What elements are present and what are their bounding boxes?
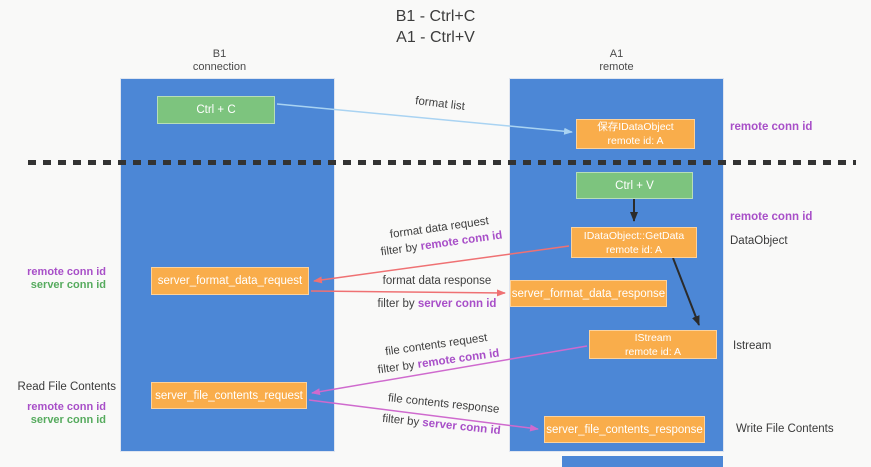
ctrl-v-label: Ctrl + V <box>615 179 654 192</box>
left-conn-id-block-bottom: remote conn id server conn id <box>10 401 106 427</box>
column-header-b1: B1 connection <box>112 48 327 74</box>
left-remote-conn-id-1: remote conn id <box>27 266 106 278</box>
dataobject-annotation: DataObject <box>730 235 788 247</box>
server-format-data-request-label: server_format_data_request <box>157 275 303 287</box>
server-file-contents-response-label: server_file_contents_response <box>546 423 703 436</box>
istream-line1: IStream <box>634 331 672 344</box>
column-a1-name: A1 <box>609 48 624 60</box>
istream-annotation: Istream <box>733 340 772 352</box>
left-conn-id-block-top: remote conn id server conn id <box>10 266 106 292</box>
save-idataobject-box: 保存IDataObject remote id: A <box>576 119 695 149</box>
lifeline-a1-continuation <box>562 456 723 467</box>
column-a1-role: remote <box>599 61 634 73</box>
format-data-request-label: format data request filter by remote con… <box>366 210 514 262</box>
format-data-response-line1: format data response <box>382 275 492 287</box>
diagram-title: B1 - Ctrl+C A1 - Ctrl+V <box>0 6 871 48</box>
server-file-contents-request-box: server_file_contents_request <box>151 382 307 409</box>
idataobject-getdata-box: IDataObject::GetData remote id: A <box>571 227 697 258</box>
istream-line2: remote id: A <box>624 345 682 358</box>
column-b1-role: connection <box>192 61 247 73</box>
istream-box: IStream remote id: A <box>589 330 717 359</box>
server-format-data-response-box: server_format_data_response <box>510 280 667 307</box>
left-remote-conn-id-2: remote conn id <box>27 401 106 413</box>
format-list-label: format list <box>414 95 466 113</box>
save-idataobject-line2: remote id: A <box>607 135 664 147</box>
title-line-2: A1 - Ctrl+V <box>396 29 475 46</box>
server-file-contents-request-label: server_file_contents_request <box>155 389 303 402</box>
left-server-conn-id-1: server conn id <box>30 279 106 291</box>
save-idataobject-line1: 保存IDataObject <box>597 121 674 133</box>
write-file-contents-annotation: Write File Contents <box>736 423 834 435</box>
ctrl-c-box: Ctrl + C <box>157 96 275 124</box>
server-file-contents-response-box: server_file_contents_response <box>544 416 705 443</box>
title-line-1: B1 - Ctrl+C <box>395 8 476 25</box>
remote-conn-id-annotation-mid: remote conn id <box>730 211 813 223</box>
file-contents-request-label: file contents request filter by remote c… <box>363 327 511 381</box>
remote-conn-id-annotation-top: remote conn id <box>730 121 813 133</box>
server-format-data-request-box: server_format_data_request <box>151 267 309 295</box>
column-b1-name: B1 <box>212 48 227 60</box>
phase-separator-dashed-line <box>28 160 856 165</box>
getdata-line2: remote id: A <box>605 243 663 256</box>
format-data-response-filter: filter by server conn id <box>377 298 497 310</box>
server-format-data-response-label: server_format_data_response <box>511 287 666 300</box>
column-header-a1: A1 remote <box>509 48 724 74</box>
ctrl-v-box: Ctrl + V <box>576 172 693 199</box>
ctrl-c-label: Ctrl + C <box>196 104 236 116</box>
format-data-response-label: format data response filter by server co… <box>372 270 502 316</box>
file-contents-response-label: file contents response filter by server … <box>373 387 512 443</box>
getdata-line1: IDataObject::GetData <box>583 229 685 242</box>
read-file-contents-annotation: Read File Contents <box>17 381 116 393</box>
left-server-conn-id-2: server conn id <box>30 414 106 426</box>
